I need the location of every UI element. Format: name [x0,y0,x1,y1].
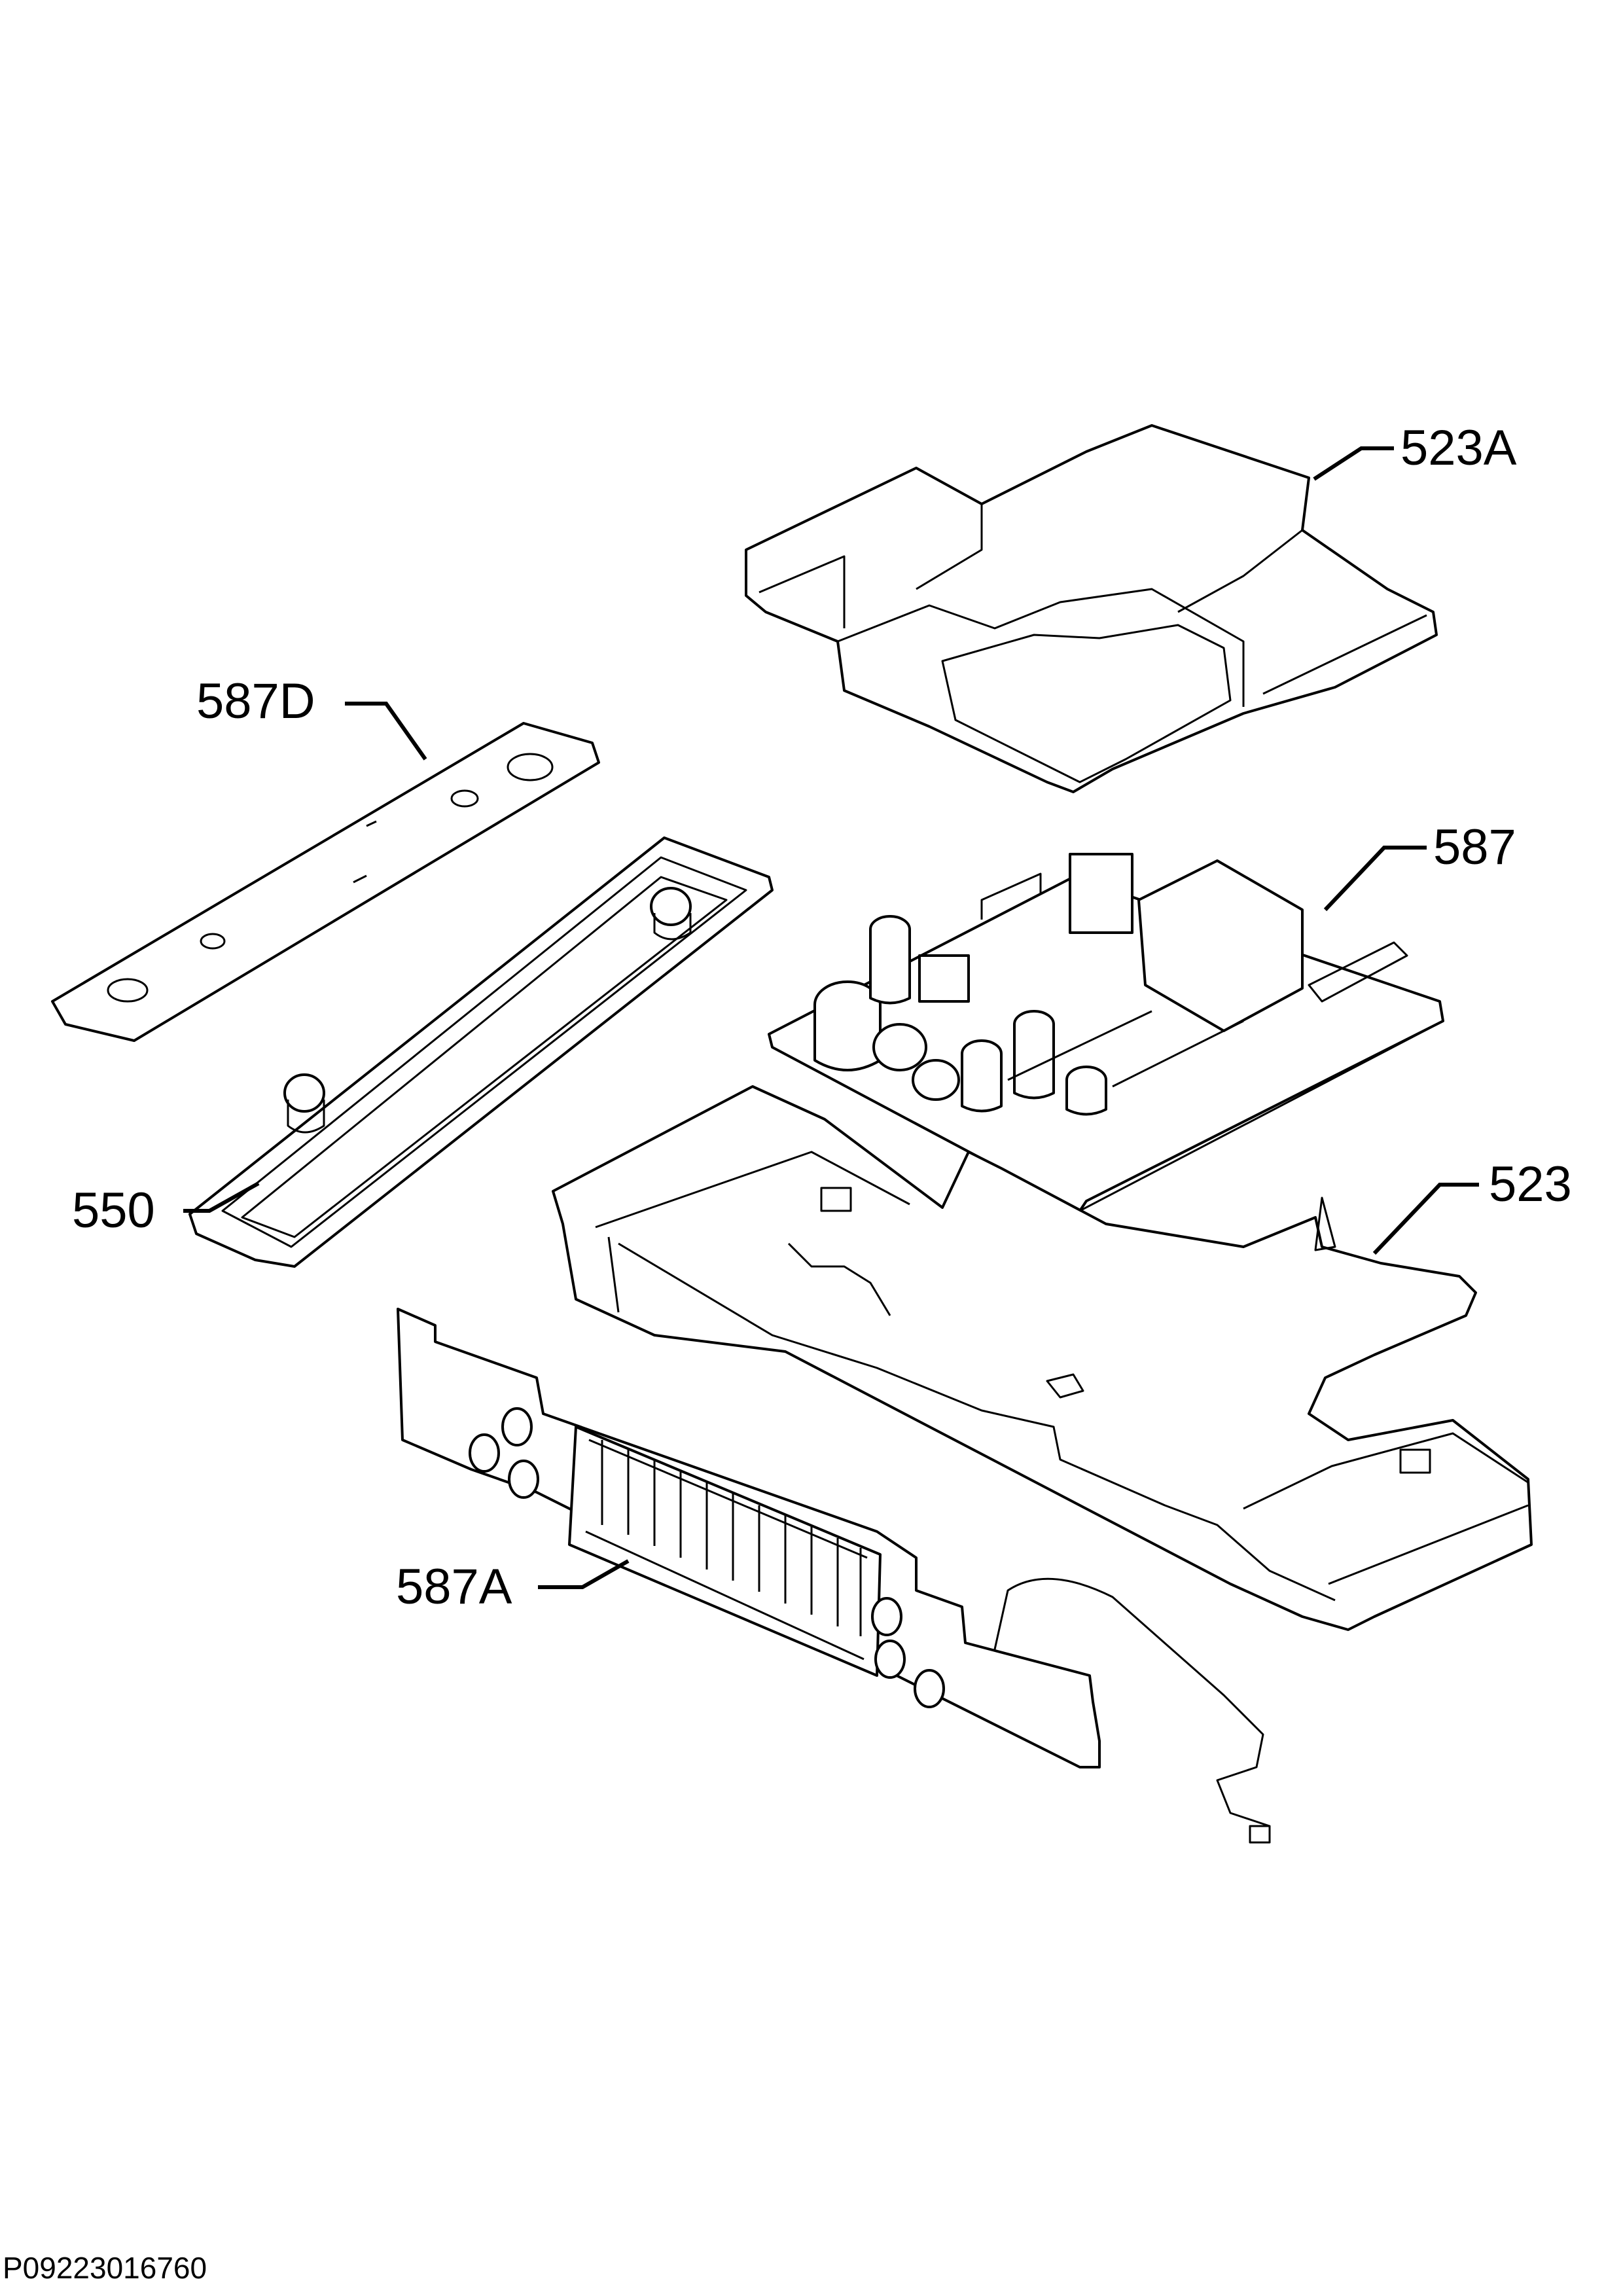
leader-587 [1323,846,1427,912]
part-523A-top-cover [745,424,1438,793]
label-587D: 587D [196,673,315,729]
leader-587D [345,702,427,761]
part-587-circuit-board [768,853,1444,1212]
label-523: 523 [1489,1157,1572,1212]
part-587D-plate [51,722,600,1042]
label-523A: 523A [1400,420,1517,476]
leader-587A [538,1559,630,1589]
part-587A-display-board [397,1308,1271,1844]
leader-523A [1313,446,1394,481]
part-550-tray [188,836,774,1268]
leader-523 [1372,1183,1479,1255]
leader-lines [183,446,1479,1589]
part-523-housing [552,1085,1533,1631]
label-587A: 587A [396,1559,512,1615]
display-ribs [601,1440,862,1636]
leader-550 [183,1181,260,1213]
label-587: 587 [1433,819,1516,875]
push-buttons [469,1407,945,1708]
label-550: 550 [72,1183,155,1238]
drawing-id: P09223016760 [3,2251,207,2285]
